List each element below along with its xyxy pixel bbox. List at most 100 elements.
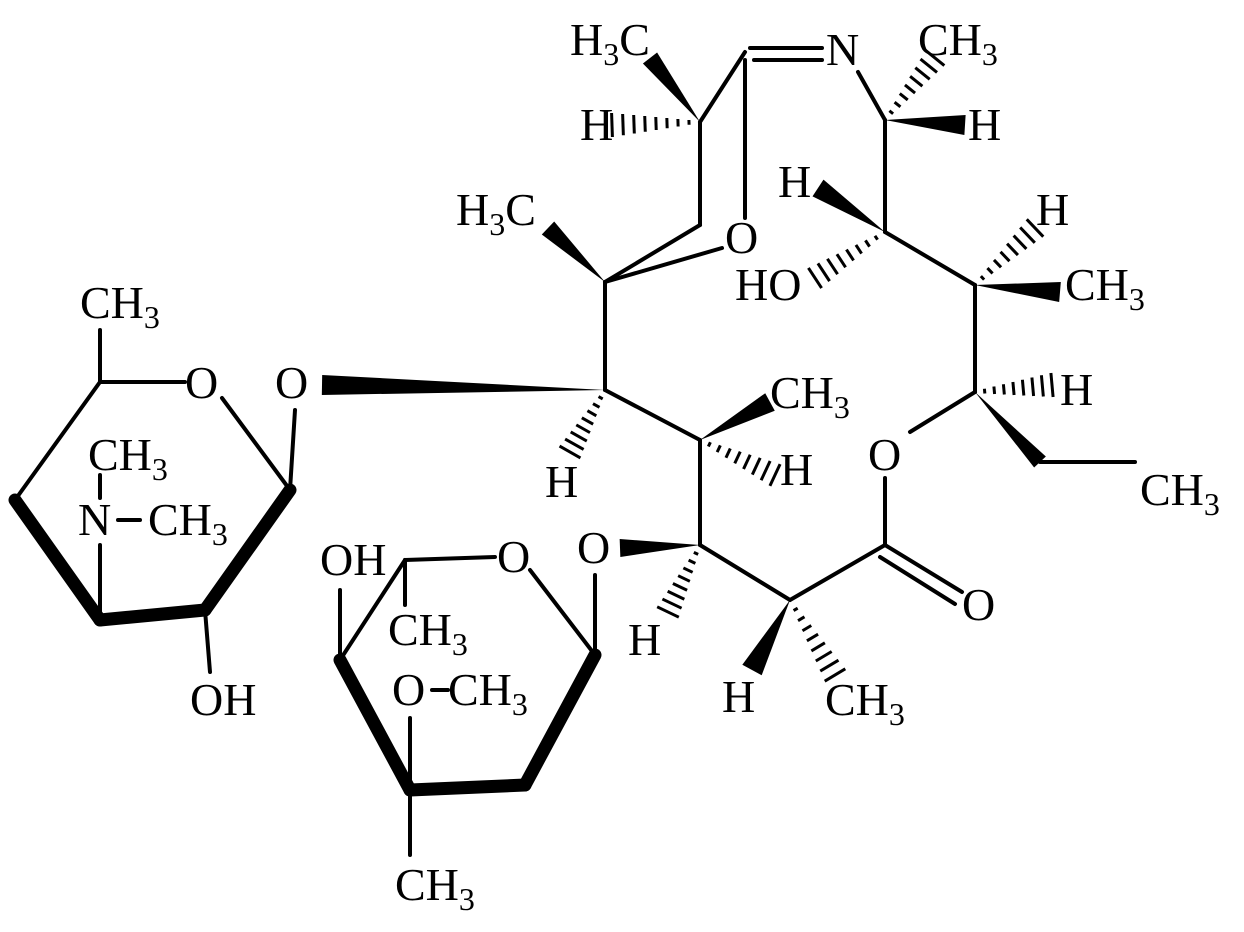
single-bond bbox=[288, 408, 297, 492]
atom-symbol: CH bbox=[770, 367, 834, 418]
atom-label: O bbox=[868, 429, 901, 480]
hash-stroke bbox=[610, 112, 614, 138]
atom-symbol: OH bbox=[320, 534, 386, 585]
atom-symbol-tail: C bbox=[505, 184, 536, 235]
atom-label: H bbox=[968, 99, 1001, 150]
atom-symbol: O bbox=[497, 531, 530, 582]
subscript: 3 bbox=[1204, 486, 1220, 522]
hash-stroke bbox=[819, 658, 840, 673]
subscript: 3 bbox=[212, 516, 228, 552]
hash-stroke bbox=[621, 113, 625, 136]
hash-stroke bbox=[750, 457, 762, 476]
hash-stroke bbox=[807, 267, 823, 289]
atom-label: CH3 bbox=[395, 859, 475, 917]
single-bond bbox=[220, 396, 292, 492]
hash-stroke bbox=[864, 239, 871, 248]
atom-symbol: N bbox=[826, 24, 859, 75]
subscript: 3 bbox=[452, 626, 468, 662]
subscript: 3 bbox=[512, 686, 528, 722]
hash-stroke bbox=[909, 75, 924, 88]
wedge-bond bbox=[321, 375, 605, 395]
single-bond bbox=[603, 223, 702, 284]
single-bond bbox=[698, 50, 747, 124]
hash-stroke bbox=[914, 66, 931, 81]
atom-symbol: H bbox=[1060, 364, 1093, 415]
wedge-bond bbox=[975, 282, 1061, 302]
atom-symbol: H bbox=[1036, 184, 1069, 235]
hash-stroke bbox=[672, 582, 688, 592]
atom-symbol: N bbox=[78, 494, 111, 545]
wedge-bond bbox=[975, 392, 1046, 468]
atom-label: CH3 bbox=[770, 367, 850, 425]
hash-stroke bbox=[792, 606, 799, 612]
hash-stroke bbox=[806, 632, 819, 643]
hash-stroke bbox=[1025, 218, 1045, 238]
hash-stroke bbox=[893, 100, 902, 109]
hash-stroke bbox=[597, 395, 604, 401]
single-bond bbox=[883, 543, 964, 594]
atom-label: H bbox=[628, 614, 661, 665]
atom-symbol: CH bbox=[395, 859, 459, 910]
subscript: 3 bbox=[889, 696, 905, 732]
single-bond bbox=[338, 558, 407, 662]
atom-label: H bbox=[778, 156, 811, 207]
single-bond bbox=[698, 543, 792, 602]
hash-stroke bbox=[1030, 377, 1036, 397]
hash-stroke bbox=[656, 605, 680, 619]
hash-stroke bbox=[687, 558, 697, 565]
hash-stroke bbox=[643, 115, 647, 132]
subscript: 3 bbox=[834, 389, 850, 425]
hash-stroke bbox=[816, 262, 831, 282]
single-bond bbox=[203, 608, 212, 674]
subscript: 3 bbox=[603, 36, 619, 72]
hash-stroke bbox=[1019, 226, 1036, 244]
atom-label: H3C bbox=[456, 184, 536, 242]
hash-stroke bbox=[1039, 375, 1045, 397]
hash-stroke bbox=[797, 615, 806, 622]
atom-label: N bbox=[826, 24, 859, 75]
atom-symbol: O bbox=[868, 429, 901, 480]
atom-symbol-tail: C bbox=[619, 14, 650, 65]
subscript: 3 bbox=[144, 299, 160, 335]
atom-symbol: O bbox=[392, 664, 425, 715]
hash-stroke bbox=[768, 463, 782, 487]
hash-stroke bbox=[693, 550, 699, 556]
hash-stroke bbox=[1005, 242, 1020, 257]
hash-stroke bbox=[1049, 372, 1055, 398]
atom-label: OH bbox=[320, 534, 386, 585]
bold-bond bbox=[333, 653, 417, 797]
hash-stroke bbox=[815, 650, 833, 663]
wedge-bond bbox=[742, 600, 790, 676]
atom-label: N bbox=[78, 494, 111, 545]
single-bond bbox=[856, 70, 887, 122]
atom-label: O bbox=[725, 212, 758, 263]
atom-symbol: CH bbox=[80, 277, 144, 328]
atom-symbol: OH bbox=[190, 674, 256, 725]
hash-stroke bbox=[575, 423, 591, 434]
atom-label: H bbox=[545, 456, 578, 507]
hash-stroke bbox=[835, 253, 847, 269]
atom-symbol: H bbox=[722, 671, 755, 722]
atom-label: CH3 bbox=[1140, 464, 1220, 522]
hash-stroke bbox=[661, 597, 683, 610]
hash-stroke bbox=[569, 430, 588, 443]
atom-label: O bbox=[577, 522, 610, 573]
hash-stroke bbox=[724, 447, 732, 459]
atom-symbol: O bbox=[577, 522, 610, 573]
atom-symbol: H bbox=[580, 99, 613, 150]
hashed-bond bbox=[610, 112, 702, 138]
hashed-bond bbox=[558, 388, 607, 460]
atom-label: CH3 bbox=[448, 664, 528, 722]
bonds-layer bbox=[8, 46, 1137, 857]
atom-label: H bbox=[580, 99, 613, 150]
wedge-bond bbox=[642, 52, 700, 123]
atom-label: OH bbox=[190, 674, 256, 725]
atom-label: O bbox=[962, 579, 995, 630]
hash-stroke bbox=[898, 92, 909, 102]
wedge-bond bbox=[700, 393, 775, 440]
subscript: 3 bbox=[152, 451, 168, 487]
hash-stroke bbox=[903, 83, 917, 95]
hash-stroke bbox=[1020, 379, 1026, 396]
hashed-bond bbox=[788, 598, 847, 683]
single-bond bbox=[403, 555, 497, 562]
